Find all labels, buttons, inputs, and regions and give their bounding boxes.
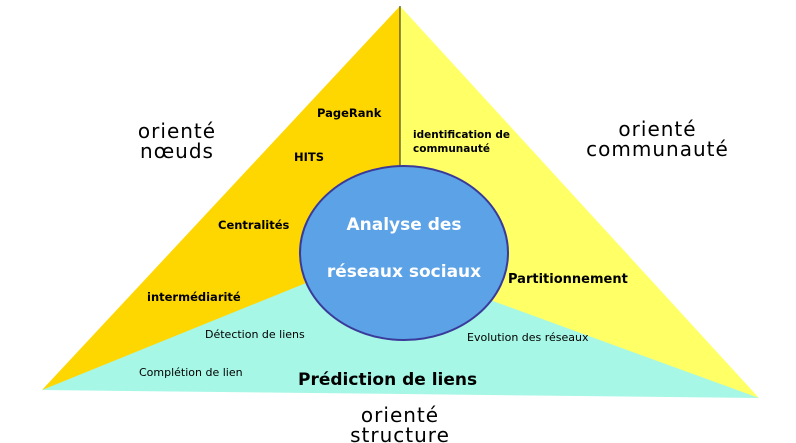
label-intermediarite: intermédiarité bbox=[147, 290, 241, 304]
label-hits: HITS bbox=[294, 150, 325, 164]
label-detection-liens: Détection de liens bbox=[205, 328, 305, 341]
label-centralites: Centralités bbox=[218, 218, 290, 232]
label-identification-communaute: identification de communauté bbox=[413, 128, 510, 156]
label-pagerank: PageRank bbox=[317, 106, 382, 120]
center-title-line1: Analyse des bbox=[346, 215, 462, 235]
corner-nodes-line2: nœuds bbox=[140, 139, 214, 163]
label-completion-lien: Complétion de lien bbox=[139, 366, 243, 379]
central-circle bbox=[299, 165, 509, 341]
label-prediction-liens: Prédiction de liens bbox=[298, 370, 478, 390]
corner-label-structure: orienté structure bbox=[325, 405, 475, 443]
corner-community-line1: orienté bbox=[618, 117, 697, 141]
corner-community-line2: communauté bbox=[586, 137, 729, 161]
identification-line1: identification de bbox=[413, 129, 511, 141]
corner-label-nodes: orienté nœuds bbox=[112, 121, 242, 161]
center-title-line2: réseaux sociaux bbox=[326, 262, 482, 282]
label-evolution-reseaux: Evolution des réseaux bbox=[467, 331, 589, 344]
label-partitionnement: Partitionnement bbox=[508, 272, 628, 287]
corner-structure-line2: structure bbox=[350, 423, 450, 443]
corner-structure-line1: orienté bbox=[360, 403, 440, 427]
corner-label-community: orienté communauté bbox=[555, 119, 760, 159]
corner-nodes-line1: orienté bbox=[137, 119, 217, 143]
identification-line2: communauté bbox=[413, 143, 490, 155]
